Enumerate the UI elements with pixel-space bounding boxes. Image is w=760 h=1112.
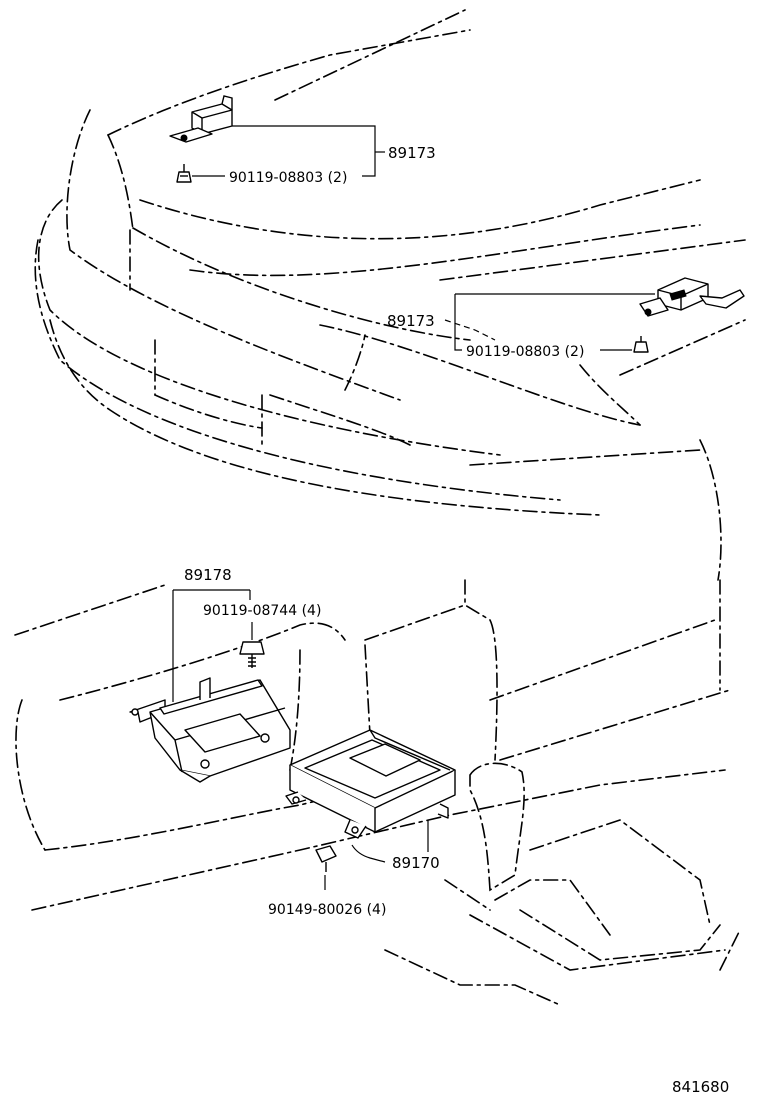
callout-leaders-ecu [324, 820, 429, 890]
callout-leaders-top-left [192, 125, 385, 177]
interior-outline [14, 579, 741, 1006]
bolt-top-left [176, 164, 192, 183]
label-bolt-right: 90119-08803 (2) [466, 344, 584, 360]
label-89173-right: 89173 [387, 312, 435, 330]
vehicle-front-outline [34, 9, 746, 581]
label-bolt-bracket: 90119-08744 (4) [203, 603, 321, 619]
screw-ecu [315, 845, 337, 872]
sensor-89173-right [639, 277, 745, 317]
label-89173-top: 89173 [388, 144, 436, 162]
label-89170: 89170 [392, 854, 440, 872]
bracket-89178 [129, 677, 291, 783]
callout-leaders-bracket [172, 589, 253, 702]
label-bolt-top: 90119-08803 (2) [229, 170, 347, 186]
sensor-89173-left [169, 95, 233, 143]
bolt-bracket [239, 641, 265, 668]
ecu-89170 [285, 729, 456, 839]
callout-leaders-right [444, 293, 655, 351]
figure-number: 841680 [672, 1078, 729, 1096]
label-screw-ecu: 90149-80026 (4) [268, 902, 386, 918]
label-89178: 89178 [184, 566, 232, 584]
bolt-right [633, 336, 649, 353]
